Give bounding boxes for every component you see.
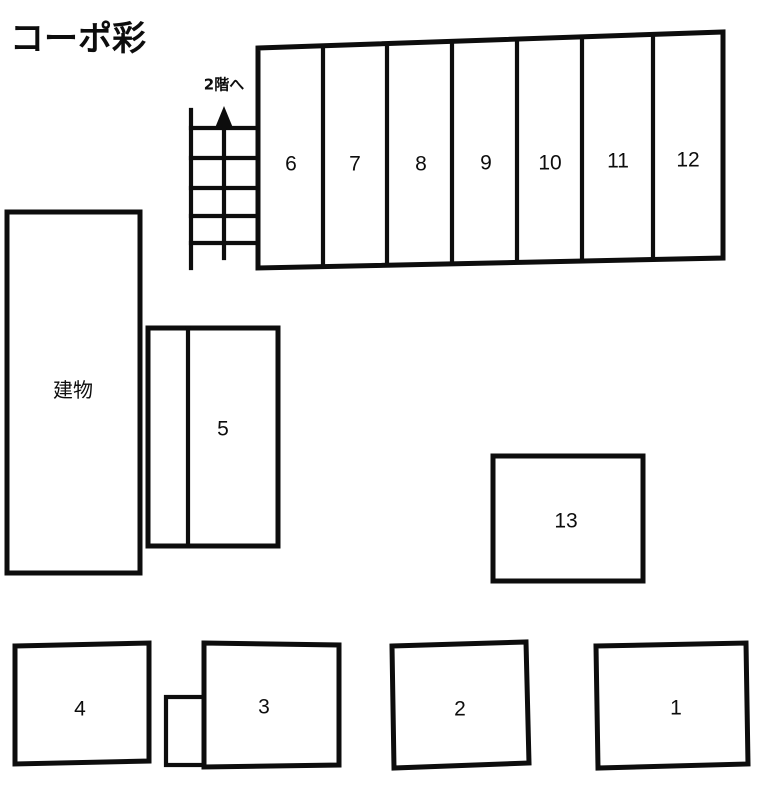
upper-row-outline bbox=[255, 29, 726, 271]
stall-label-1[interactable]: 1 bbox=[670, 696, 682, 720]
stairs-label: 2階へ bbox=[203, 75, 245, 94]
stall-label-10[interactable]: 10 bbox=[538, 151, 562, 175]
stall-label-11[interactable]: 11 bbox=[607, 149, 629, 173]
stall-label-12[interactable]: 12 bbox=[676, 148, 700, 172]
stall-1-outline bbox=[593, 640, 751, 771]
utility-box-outline bbox=[163, 694, 209, 768]
stall-3-outline bbox=[201, 640, 342, 770]
stall-4-outline bbox=[12, 640, 152, 767]
stall-2-outline bbox=[389, 639, 532, 771]
stall-label-5[interactable]: 5 bbox=[217, 417, 229, 441]
page-title: コーポ彩 bbox=[10, 19, 146, 59]
building-outline bbox=[4, 209, 143, 576]
stall-label-6[interactable]: 6 bbox=[285, 152, 297, 176]
stall-label-8[interactable]: 8 bbox=[415, 152, 427, 176]
stall-13-outline bbox=[490, 453, 646, 584]
stall-label-3[interactable]: 3 bbox=[258, 695, 270, 719]
stall-label-9[interactable]: 9 bbox=[480, 151, 492, 175]
building-label: 建物 bbox=[53, 378, 93, 402]
stall-label-13[interactable]: 13 bbox=[554, 509, 578, 533]
stall-label-4[interactable]: 4 bbox=[74, 697, 86, 721]
stall-label-2[interactable]: 2 bbox=[454, 697, 466, 721]
stall-5-block-outline bbox=[145, 325, 281, 549]
up-arrow-icon bbox=[215, 106, 233, 128]
stall-label-7[interactable]: 7 bbox=[349, 152, 361, 176]
